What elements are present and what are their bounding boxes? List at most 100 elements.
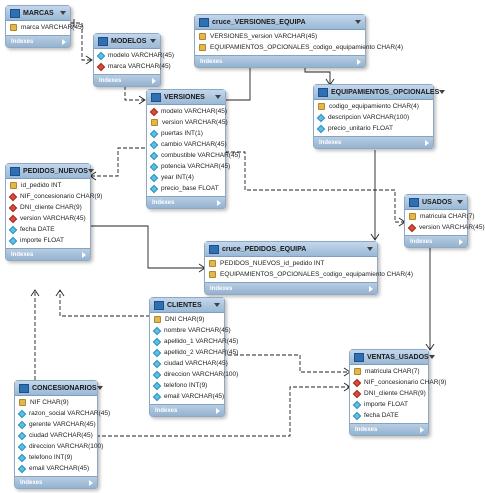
expand-arrow-icon[interactable]: [459, 238, 463, 245]
expand-arrow-icon[interactable]: [369, 285, 373, 292]
table-column[interactable]: descripcion VARCHAR(100): [314, 112, 433, 123]
table-column[interactable]: id_pedido INT: [6, 180, 90, 191]
expand-arrow-icon[interactable]: [425, 139, 429, 146]
table-column[interactable]: PEDIDOS_NUEVOS_id_pedido INT: [205, 258, 377, 269]
table-header[interactable]: VERSIONES: [147, 90, 225, 105]
expand-arrow-icon[interactable]: [420, 426, 424, 433]
indexes-bar[interactable]: Indexes: [205, 282, 377, 294]
expand-arrow-icon[interactable]: [82, 251, 86, 258]
collapse-arrow-icon[interactable]: [457, 200, 463, 204]
table-header[interactable]: MODELOS: [94, 34, 160, 49]
table-column[interactable]: fecha DATE: [350, 410, 428, 421]
table-column[interactable]: marca VARCHAR(45): [6, 22, 84, 33]
collapse-arrow-icon[interactable]: [428, 355, 435, 359]
table-column[interactable]: DNI_cliente CHAR(9): [350, 388, 428, 399]
expand-arrow-icon[interactable]: [217, 199, 221, 206]
collapse-arrow-icon[interactable]: [150, 39, 156, 43]
collapse-arrow-icon[interactable]: [96, 386, 103, 390]
table-column[interactable]: gerente VARCHAR(45): [15, 419, 97, 430]
table-column[interactable]: apellido_1 VARCHAR(45): [150, 336, 238, 347]
table-column[interactable]: ciudad VARCHAR(45): [15, 430, 97, 441]
indexes-bar[interactable]: Indexes: [350, 423, 428, 435]
table-column[interactable]: VERSIONES_version VARCHAR(45): [195, 31, 365, 42]
table-column[interactable]: importe FLOAT: [350, 399, 428, 410]
table-column[interactable]: telefono INT(9): [15, 452, 97, 463]
expand-arrow-icon[interactable]: [216, 407, 220, 414]
collapse-arrow-icon[interactable]: [367, 247, 373, 251]
indexes-bar[interactable]: Indexes: [405, 235, 467, 247]
table-column[interactable]: potencia VARCHAR(45): [147, 161, 230, 172]
table-column[interactable]: direccion VARCHAR(100): [15, 441, 103, 452]
table-column[interactable]: importe FLOAT: [6, 235, 90, 246]
table-column[interactable]: NIF CHAR(9): [15, 397, 97, 408]
table-header[interactable]: PEDIDOS_NUEVOS: [6, 164, 94, 179]
table-column[interactable]: email VARCHAR(45): [150, 391, 224, 402]
table-column[interactable]: combustible VARCHAR(45): [147, 150, 240, 161]
table-column[interactable]: nombre VARCHAR(45): [150, 325, 231, 336]
table-column[interactable]: puertas INT(1): [147, 128, 225, 139]
collapse-arrow-icon[interactable]: [355, 20, 361, 24]
collapse-arrow-icon[interactable]: [60, 11, 66, 15]
indexes-bar[interactable]: Indexes: [147, 196, 225, 208]
collapse-arrow-icon[interactable]: [214, 303, 220, 307]
table-column[interactable]: version VARCHAR(45): [405, 222, 485, 233]
table-column[interactable]: modelo VARCHAR(45): [147, 106, 227, 117]
indexes-bar[interactable]: Indexes: [150, 404, 224, 416]
table-header[interactable]: MARCAS: [6, 6, 70, 21]
table-header[interactable]: CLIENTES: [150, 298, 224, 313]
table-column[interactable]: codigo_equipamiento CHAR(4): [314, 101, 433, 112]
table-header[interactable]: VENTAS_USADOS: [350, 350, 435, 365]
table-column[interactable]: marca VARCHAR(45): [94, 61, 171, 72]
indexes-bar[interactable]: Indexes: [6, 248, 90, 260]
table-column[interactable]: razon_social VARCHAR(45): [15, 408, 110, 419]
table-column[interactable]: precio_base FLOAT: [147, 183, 225, 194]
table-column[interactable]: matricula CHAR(7): [350, 366, 428, 377]
table-column[interactable]: precio_unitario FLOAT: [314, 123, 433, 134]
indexes-bar[interactable]: Indexes: [314, 136, 433, 148]
expand-arrow-icon[interactable]: [357, 58, 361, 65]
indexes-bar[interactable]: Indexes: [15, 476, 97, 488]
table-column[interactable]: year INT(4): [147, 172, 225, 183]
table-column[interactable]: EQUIPAMIENTOS_OPCIONALES_codigo_equipami…: [205, 269, 413, 280]
table-column[interactable]: cambio VARCHAR(45): [147, 139, 227, 150]
table-column[interactable]: modelo VARCHAR(45): [94, 50, 174, 61]
indexes-bar[interactable]: Indexes: [195, 55, 365, 67]
table-column[interactable]: NIF_concesionario CHAR(9): [350, 377, 446, 388]
collapse-arrow-icon[interactable]: [439, 90, 446, 94]
table-header[interactable]: EQUIPAMIENTOS_OPCIONALES: [314, 85, 446, 100]
collapse-arrow-icon[interactable]: [215, 95, 221, 99]
table-column[interactable]: version VARCHAR(45): [6, 213, 90, 224]
table-header[interactable]: CONCESIONARIOS: [15, 381, 103, 396]
table-column[interactable]: apellido_2 VARCHAR(45): [150, 347, 238, 358]
table-column[interactable]: DNI CHAR(9): [150, 314, 224, 325]
expand-arrow-icon[interactable]: [62, 38, 66, 45]
expand-arrow-icon[interactable]: [152, 77, 156, 84]
expand-arrow-icon[interactable]: [89, 479, 93, 486]
table-column[interactable]: email VARCHAR(45): [15, 463, 97, 474]
table-column[interactable]: matricula CHAR(7): [405, 211, 475, 222]
table-column[interactable]: ciudad VARCHAR(45): [150, 358, 228, 369]
table-header[interactable]: cruce_PEDIDOS_EQUIPA: [205, 242, 377, 257]
table-column[interactable]: telefono INT(9): [150, 380, 224, 391]
table-column[interactable]: version VARCHAR(45): [147, 117, 228, 128]
table-column[interactable]: fecha DATE: [6, 224, 90, 235]
collapse-arrow-icon[interactable]: [87, 169, 94, 173]
table-column[interactable]: EQUIPAMIENTOS_OPCIONALES_codigo_equipami…: [195, 42, 403, 53]
table-header[interactable]: USADOS: [405, 195, 467, 210]
table-header[interactable]: cruce_VERSIONES_EQUIPA: [195, 15, 365, 30]
table-column[interactable]: NIF_concesionario CHAR(9): [6, 191, 102, 202]
table-column[interactable]: DNI_cliente CHAR(9): [6, 202, 90, 213]
indexes-bar[interactable]: Indexes: [6, 35, 70, 47]
table-column[interactable]: direccion VARCHAR(100): [150, 369, 238, 380]
